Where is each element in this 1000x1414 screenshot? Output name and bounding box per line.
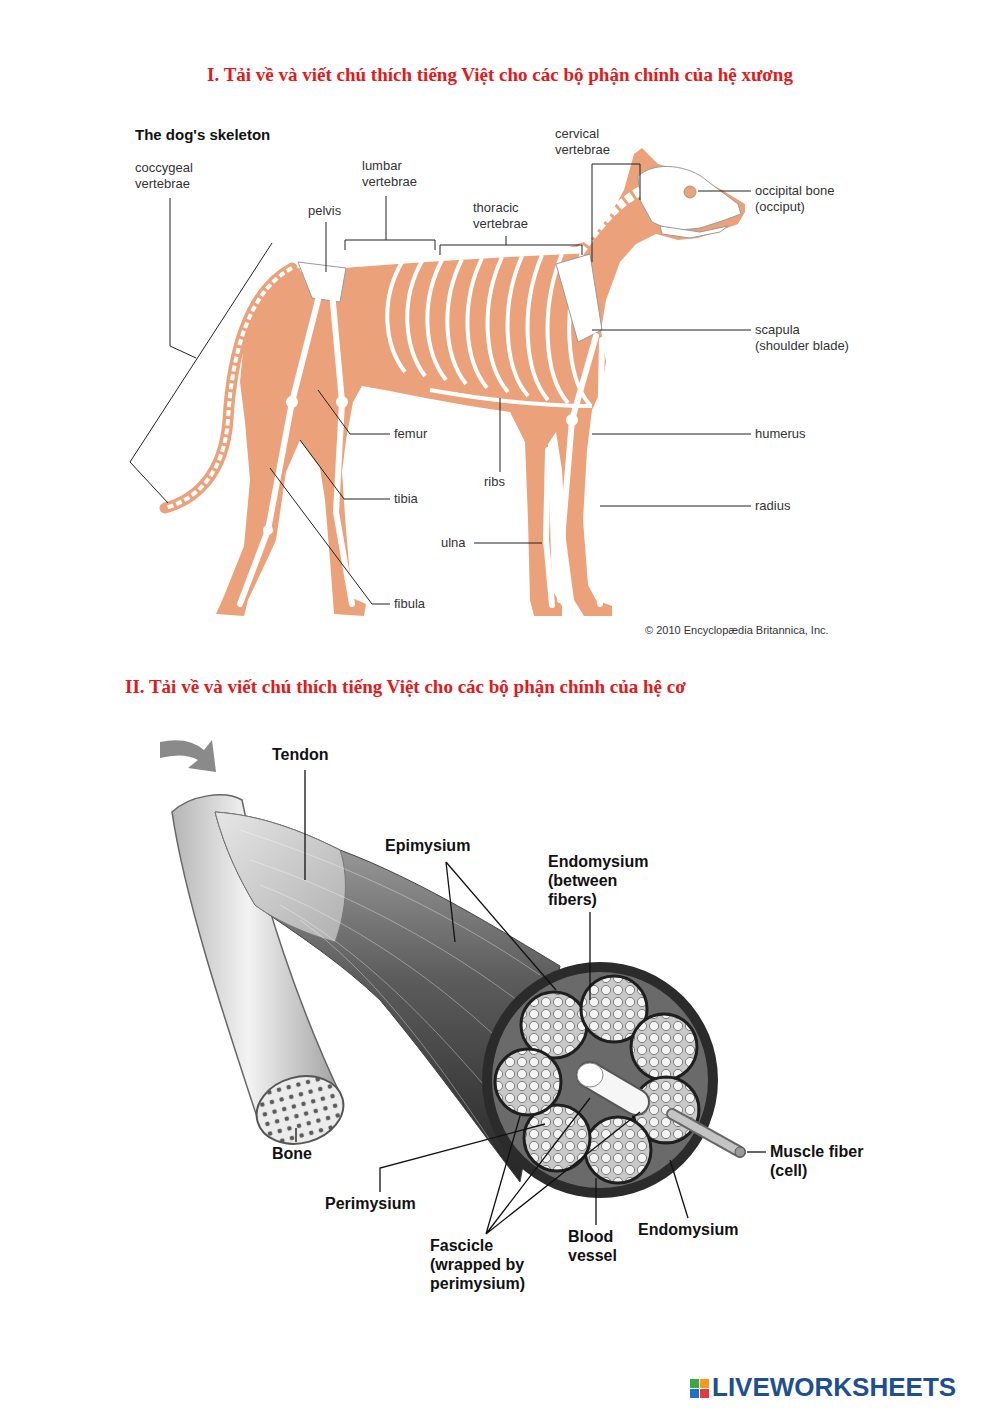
- part-label: lumbar vertebrae: [362, 158, 419, 189]
- part-label: femur: [394, 426, 427, 442]
- part-label: ulna: [441, 535, 466, 551]
- leader-lines: [130, 164, 751, 604]
- fascicle: [631, 1014, 697, 1080]
- muscle-fiber-outline: [672, 1114, 740, 1152]
- part-label: scapula (shoulder blade): [755, 322, 851, 353]
- joints: [263, 396, 605, 535]
- muscle-structure: [160, 740, 766, 1234]
- scapula-leader: [592, 330, 751, 331]
- leader-lines: [296, 770, 766, 1234]
- logo-icon: [690, 1379, 709, 1398]
- occipital-leader: [698, 191, 751, 192]
- sternum: [430, 390, 592, 406]
- part-label: Fascicle (wrapped by perimysium): [430, 1236, 528, 1294]
- bone-leader: [295, 1128, 296, 1142]
- humerus-leader: [592, 434, 751, 435]
- vertebral-spines: [330, 246, 558, 264]
- lumbar-bracket: [345, 196, 435, 250]
- perimysium-ground: [492, 972, 708, 1188]
- muscle-fiber-leader: [747, 1151, 766, 1152]
- fascicle: [495, 1049, 561, 1115]
- tibia-leader: [300, 440, 390, 499]
- part-label: coccygeal vertebrae: [135, 160, 195, 191]
- eye-socket: [684, 186, 696, 198]
- perimysium-leader: [380, 1124, 545, 1192]
- scapula: [556, 254, 602, 342]
- part-label: cervical vertebrae: [555, 126, 612, 157]
- bones: [165, 166, 741, 605]
- hind-limb-bones: [240, 292, 352, 604]
- logo-watermark: LIVEWORKSHEETS: [712, 1372, 956, 1403]
- thoracic-bracket: [440, 236, 582, 255]
- radius-leader: [600, 506, 751, 507]
- part-label: Endomysium: [638, 1220, 738, 1239]
- part-label: Blood vessel: [568, 1227, 619, 1265]
- fascicle-leader: [486, 1098, 640, 1234]
- logo-square: [700, 1379, 709, 1388]
- part-label: ribs: [484, 474, 505, 490]
- part-label: radius: [755, 498, 790, 514]
- logo-square: [690, 1389, 699, 1398]
- part-label: thoracic vertebrae: [473, 200, 530, 231]
- logo-square: [700, 1389, 709, 1398]
- fascicles: [495, 976, 699, 1183]
- part-label: Endomysium (between fibers): [548, 852, 651, 910]
- part-label: pelvis: [308, 203, 341, 219]
- blood-vessel-end: [577, 1063, 603, 1087]
- neck-vertebrae: [580, 190, 642, 252]
- part-label: Muscle fiber (cell): [770, 1142, 866, 1180]
- blood-vessel-leader: [595, 1178, 596, 1225]
- fascicle: [585, 1117, 651, 1183]
- ribs-leader: [500, 398, 501, 472]
- muscle-fiber-end: [735, 1147, 745, 1157]
- epimysium-ring: [482, 962, 718, 1198]
- dog-silhouette: [216, 148, 745, 616]
- part-label: Bone: [272, 1144, 312, 1163]
- part-label: Tendon: [272, 745, 329, 764]
- part-label: occipital bone (occiput): [755, 183, 837, 214]
- fore-limb-bones: [546, 336, 602, 605]
- figure-ground: [122, 118, 882, 643]
- logo-square: [690, 1379, 699, 1388]
- cervical-bracket: [592, 164, 640, 262]
- part-label: Epimysium: [385, 836, 470, 855]
- bone-cross-section: [249, 1067, 351, 1154]
- tendon-leader: [304, 770, 305, 880]
- dog-skeleton: [122, 118, 882, 643]
- femur-leader: [318, 390, 390, 434]
- coccygeal-bracket: [130, 198, 272, 503]
- direction-arrow: [160, 740, 216, 772]
- ulna-leader: [474, 543, 542, 544]
- skull: [638, 166, 741, 231]
- epimysium-leader: [446, 862, 556, 990]
- fibula-leader: [270, 468, 390, 604]
- section-heading: I. Tải về và viết chú thích tiếng Việt c…: [0, 64, 1000, 87]
- copyright-note: © 2010 Encyclopædia Britannica, Inc.: [645, 624, 829, 637]
- part-label: humerus: [755, 426, 806, 442]
- muscle-fiber: [672, 1114, 740, 1152]
- jaw: [660, 226, 728, 238]
- section-heading: II. Tải về và viết chú thích tiếng Việt …: [125, 676, 686, 699]
- figure-title: The dog's skeleton: [135, 126, 270, 144]
- tendon: [215, 812, 345, 942]
- part-label: fibula: [394, 596, 425, 612]
- pelvis-leader: [326, 222, 327, 272]
- endomysium-leader: [670, 1160, 688, 1218]
- endomysium-leader: [589, 912, 590, 1000]
- part-label: Perimysium: [325, 1194, 416, 1213]
- part-label: tibia: [394, 491, 418, 507]
